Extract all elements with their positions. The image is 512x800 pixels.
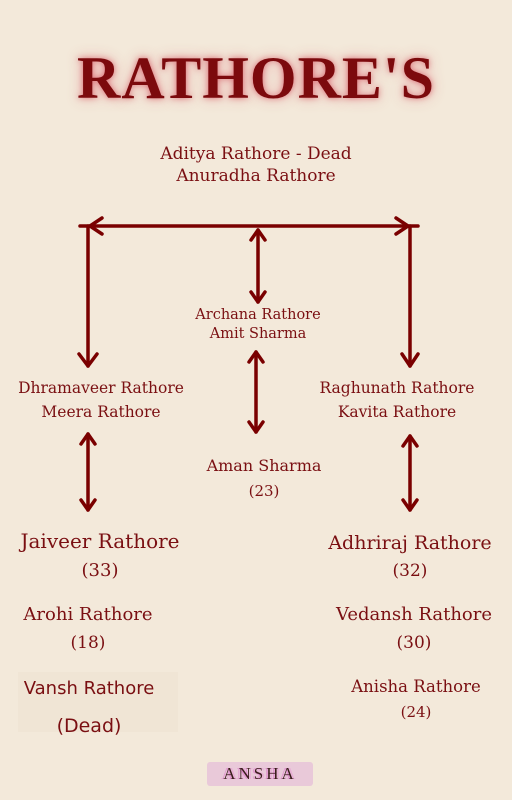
middle-name-2: Amit Sharma xyxy=(209,325,307,342)
left-child-2-age: (18) xyxy=(70,632,106,653)
left-couple: Dhramaveer Rathore Meera Rathore xyxy=(0,376,202,424)
right-child-arrowhead-bottom xyxy=(401,498,419,512)
right-child-2: Vedansh Rathore (30) xyxy=(316,601,512,657)
left-child-3: Vansh Rathore (Dead) xyxy=(0,675,178,741)
right-child-1-age: (32) xyxy=(392,561,428,582)
left-child-3-name: Vansh Rathore xyxy=(23,678,155,699)
middle-name-1: Archana Rathore xyxy=(195,307,321,323)
page-title: RATHORE'S xyxy=(77,45,435,111)
left-child-1: Jaiveer Rathore (33) xyxy=(0,526,200,585)
left-name-1: Dhramaveer Rathore xyxy=(18,379,184,397)
right-child-1: Adhriraj Rathore (32) xyxy=(308,528,512,586)
middle-lower-arrowhead-bottom xyxy=(247,420,265,434)
left-child-1-age: (33) xyxy=(81,560,119,581)
left-child-2: Arohi Rathore (18) xyxy=(0,601,176,657)
middle-couple: Archana Rathore Amit Sharma xyxy=(158,306,358,344)
middle-lower-arrowhead-top xyxy=(247,350,265,364)
left-child-arrowhead-top xyxy=(79,432,97,446)
aman-name: Aman Sharma xyxy=(206,456,322,475)
right-name-2: Kavita Rathore xyxy=(337,403,457,422)
aman-age: (23) xyxy=(248,481,280,500)
left-child-2-name: Arohi Rathore xyxy=(23,604,153,625)
right-child-2-age: (30) xyxy=(396,632,432,653)
root-name-2: Anuradha Rathore xyxy=(176,166,336,187)
left-child-1-name: Jaiveer Rathore xyxy=(20,529,180,553)
left-down-arrowhead xyxy=(77,352,99,368)
root-name-1: Aditya Rathore - Dead xyxy=(160,144,352,164)
watermark-logo: ANSHA xyxy=(207,762,313,786)
right-name-1: Raghunath Rathore xyxy=(319,379,475,397)
right-child-2-name: Vedansh Rathore xyxy=(335,604,492,625)
right-child-3-name: Anisha Rathore xyxy=(351,677,481,696)
left-name-2: Meera Rathore xyxy=(41,403,161,422)
root-couple: Aditya Rathore - Dead Anuradha Rathore xyxy=(0,143,512,187)
horizontal-arrowhead-left xyxy=(88,216,104,236)
middle-upper-arrowhead-top xyxy=(249,228,267,242)
right-child-1-name: Adhriraj Rathore xyxy=(328,532,492,554)
aman-node: Aman Sharma (23) xyxy=(164,453,364,503)
left-child-arrowhead-bottom xyxy=(79,498,97,512)
middle-upper-arrowhead-bottom xyxy=(249,290,267,304)
right-child-3: Anisha Rathore (24) xyxy=(320,673,512,725)
horizontal-arrowhead-right xyxy=(394,216,410,236)
vansh-highlight xyxy=(18,672,178,732)
right-child-3-age: (24) xyxy=(400,703,432,722)
right-couple: Raghunath Rathore Kavita Rathore xyxy=(298,376,496,424)
right-child-arrowhead-top xyxy=(401,434,419,448)
right-down-arrowhead xyxy=(400,352,420,368)
left-child-3-age: (Dead) xyxy=(56,715,122,737)
